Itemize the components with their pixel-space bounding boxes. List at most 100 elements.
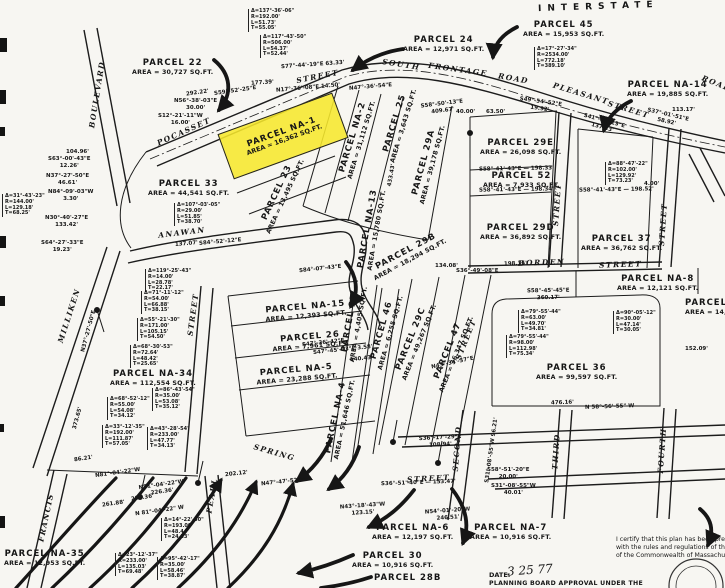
- scan-artifacts: [0, 38, 7, 528]
- bearing-annotation: N37°-27'-50"E 46.61': [46, 173, 90, 186]
- leader-arrows: [212, 25, 722, 588]
- parcel-area: AREA = 12,197 SQ.FT.: [372, 533, 454, 541]
- parcel-area: AREA = 14,: [685, 308, 725, 316]
- road-centerline: [149, 69, 725, 160]
- curve-table: Δ=79°-55'-44" R=63.00' L=49.70' T=34.81': [518, 309, 561, 334]
- bearing-annotation: 63.50': [486, 109, 506, 115]
- fan-curves: [14, 476, 297, 588]
- curve-table: Δ=119°-25'-43" R=14.00' L=28.78' T=22.17…: [145, 268, 191, 293]
- parcel-name: PARCEL NA-35: [4, 549, 85, 559]
- street-label: STREET: [598, 259, 643, 270]
- curve-table: Δ=31°-43'-23" R=144.00' L=129.18' T=68.2…: [2, 193, 45, 218]
- bearing-annotation: S63°-00'-43"E 12.26': [48, 156, 91, 169]
- bearing-annotation: S36°-17'-29"E 108.94': [418, 433, 462, 449]
- parcel-name: PARCEL NA-14: [627, 80, 708, 90]
- bearing-annotation: S31°-08'-55"W 40.01': [491, 483, 536, 496]
- parcel-name: PARCEL: [685, 298, 725, 308]
- bearing-annotation: S58°-41'-43"E — 198.52': [578, 186, 654, 194]
- curve-table: Δ=55°-21'-30" R=171.00' L=105.15' T=54.5…: [137, 317, 180, 342]
- bearing-annotation: 198.35': [503, 260, 528, 268]
- bearing-annotation: S58°-41'-43"E — 198.33': [478, 165, 554, 173]
- curve-table: Δ=86°-43'-54" R=35.00' L=53.08' T=35.12': [152, 387, 195, 412]
- certification-line: of the Commonwealth of Massachuse: [616, 552, 725, 559]
- parcel-area: AREA = 26,098 SQ.FT.: [480, 148, 562, 156]
- bearing-annotation: S58°-41'-43"E — 198.34': [478, 186, 554, 194]
- parcel-name: PARCEL NA-6: [376, 523, 450, 533]
- certification-line: with the rules and regulations of the: [616, 544, 725, 551]
- parcel-area: AREA = 12,121 SQ.FT.: [617, 284, 699, 292]
- parcel-area: AREA = 12,971 SQ.FT.: [403, 45, 485, 53]
- parcel-area: AREA = 112,554 SQ.FT.: [110, 379, 196, 387]
- parcel-area: AREA = 10,916 SQ.FT.: [352, 561, 434, 569]
- parcel-name: PARCEL 33: [158, 179, 219, 189]
- bearing-annotation: 134.08': [435, 263, 458, 269]
- bearing-annotation: N56°-38'-03"E 30.00': [174, 98, 218, 111]
- parcel-name: PARCEL 36: [546, 363, 607, 373]
- parcel-name: PARCEL 52: [491, 171, 552, 181]
- monument-markers: [94, 130, 473, 500]
- curve-table: Δ=33°-12'-35" R=192.00' L=111.87' T=57.0…: [102, 424, 145, 449]
- curve-table: Δ=137°-36'-06" R=192.00' L=51.73' T=55.0…: [248, 8, 294, 33]
- curve-table: Δ=68°-30'-53" R=72.64' L=48.42' T=25.65': [130, 344, 173, 369]
- parcel-name: PARCEL NA-34: [112, 369, 193, 379]
- curve-table: Δ=117°-43'-50" R=506.00' L=54.37' T=52.4…: [260, 34, 306, 59]
- parcel-area: AREA = 10,916 SQ.FT.: [470, 533, 552, 541]
- curve-table: Δ=17°-27'-34" R=2534.00' L=772.18' T=389…: [534, 46, 577, 71]
- certification-line: I certify that this plan has been prep: [616, 536, 725, 543]
- curve-table: Δ=14°-22'-50" R=193.00' L=48.44' T=24.33…: [161, 517, 204, 542]
- parcel-boundary-lines: [46, 85, 699, 477]
- curve-table: Δ=43°-28'-54" R=233.00' L=47.77' T=34.13…: [147, 426, 190, 451]
- parcel-name: PARCEL NA-8: [621, 274, 695, 284]
- parcel-name: PARCEL 29D: [486, 223, 555, 233]
- parcel-name: PARCEL 24: [413, 35, 474, 45]
- parcel-area: AREA = 44,541 SQ.FT.: [148, 189, 230, 197]
- parcel-label: PARCEL 28B: [374, 573, 441, 584]
- bearing-annotation: S58°-51'-20"E 20.00': [487, 467, 530, 480]
- bearing-annotation: 476.16': [550, 399, 575, 407]
- certification-text: I certify that this plan has been prep w…: [616, 536, 725, 560]
- parcel-name: PARCEL 30: [362, 551, 423, 561]
- bearing-annotation: S12°-21'-11"W 16.00': [158, 113, 203, 126]
- bearing-annotation: 152.09': [685, 346, 708, 352]
- curve-table: Δ=88°-47'-22" R=102.00' L=129.92' T=73.2…: [605, 161, 648, 186]
- bearing-annotation: 4.00': [644, 181, 660, 187]
- parcel-area: AREA = 12,953 SQ.FT.: [4, 559, 86, 567]
- bearing-annotation: N30°-40'-27"E 133.42': [45, 215, 89, 228]
- parcel-name: PARCEL NA-7: [474, 523, 548, 533]
- bearing-annotation: S58°-45'-45"E 360.17': [526, 287, 570, 301]
- parcel-name: PARCEL 37: [591, 234, 652, 244]
- road-lines: [26, 27, 725, 588]
- curve-table: Δ=71°-11'-12" R=54.00' L=66.88' T=38.15': [141, 290, 184, 315]
- bearing-annotation: 113.17': [672, 107, 695, 113]
- curve-table: Δ=79°-55'-44" R=98.00' L=112.98' T=75.34…: [506, 334, 549, 359]
- parcel-area: AREA = 36,892 SQ.FT.: [480, 233, 562, 241]
- curve-table: Δ=68°-52'-12" R=55.00' L=54.08' T=34.12': [107, 396, 150, 421]
- parcel-area: AREA = 15,953 SQ.FT.: [523, 30, 605, 38]
- surveyor-seal: [668, 558, 724, 588]
- parcel-area: AREA = 30,727 SQ.FT.: [132, 68, 214, 76]
- parcel-name: PARCEL 29E: [487, 138, 554, 148]
- date-label: DATE:: [489, 571, 511, 579]
- curve-table: Δ=23°-12'-37" R=233.00' L=135.03' T=69.4…: [115, 552, 158, 577]
- curve-table: Δ=95°-42'-17" R=35.00' L=58.46' T=38.87': [157, 556, 200, 581]
- parcel-name: PARCEL 22: [142, 58, 203, 68]
- planning-board-approval-text: PLANNING BOARD APPROVAL UNDER THE: [489, 580, 643, 587]
- curve-table: Δ=90°-05'-12" R=30.00' L=47.14' T=30.05': [613, 310, 656, 335]
